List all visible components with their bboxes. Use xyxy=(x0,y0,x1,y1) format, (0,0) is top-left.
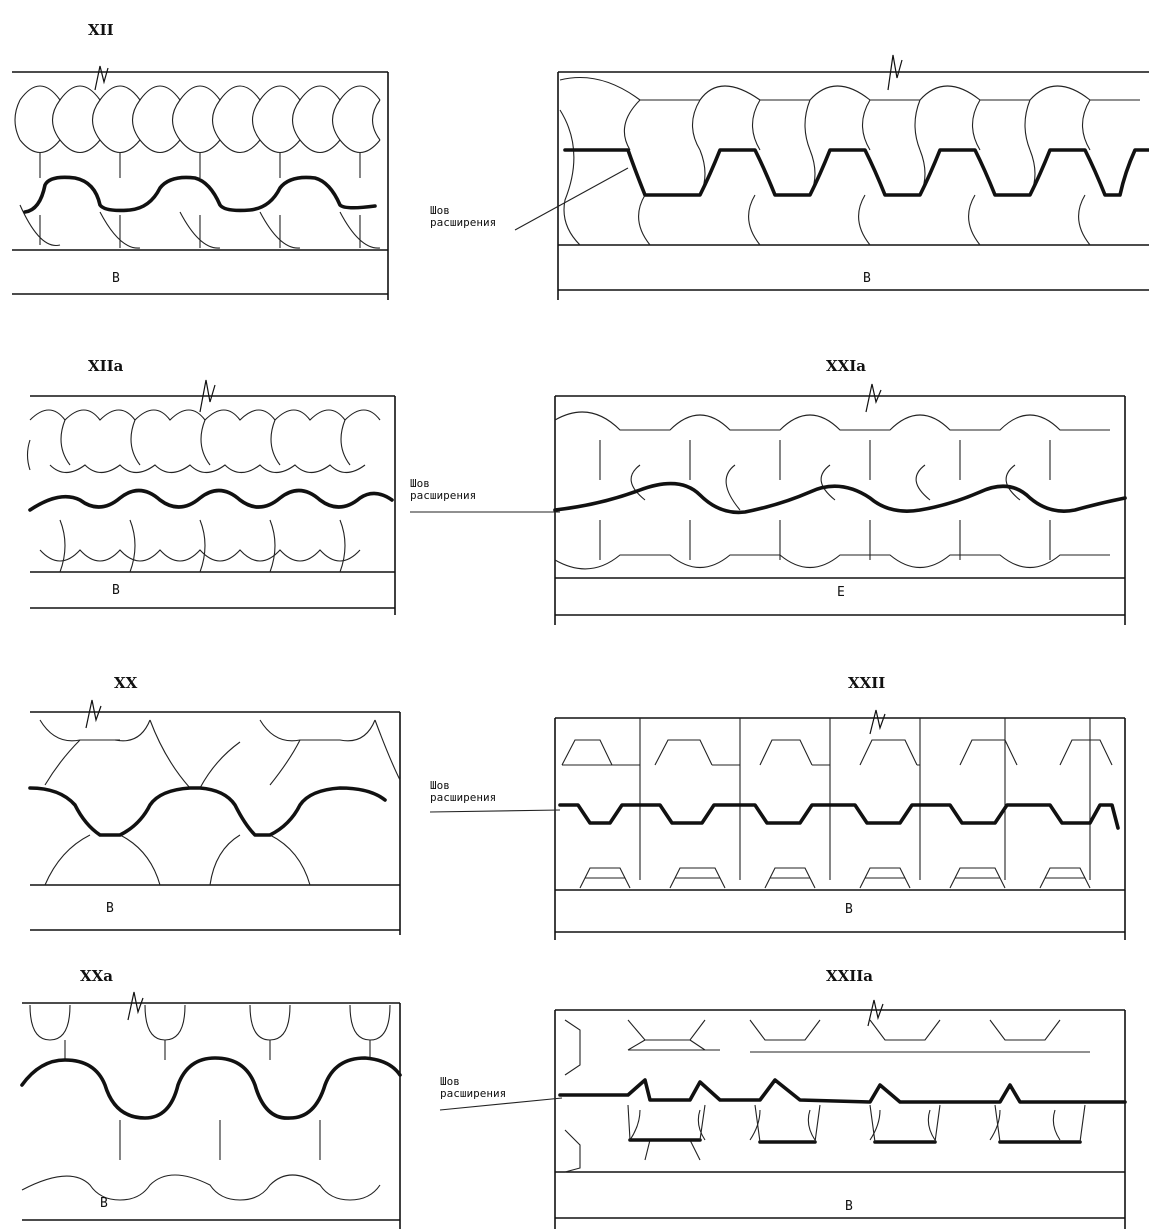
label-xx: XX xyxy=(114,674,138,692)
width-label-xxii: B xyxy=(845,902,853,917)
panel-xii xyxy=(12,65,389,300)
label-xii: XII xyxy=(88,21,114,39)
panel-xxa xyxy=(20,991,402,1229)
callout-expansion-joint-2: Шов расширения xyxy=(410,477,477,502)
panel-xxia xyxy=(553,383,1127,625)
panel-xiia xyxy=(26,379,396,615)
panel-xx xyxy=(28,699,401,935)
panel-xxiia xyxy=(554,999,1127,1229)
width-label-xx: B xyxy=(106,901,114,916)
label-xxii: XXII xyxy=(848,674,886,692)
panel-xxii xyxy=(554,709,1126,940)
callout-leaders xyxy=(410,167,629,1111)
panel-xxi xyxy=(557,54,1149,300)
label-xiia: XIIa xyxy=(88,357,124,375)
width-label-xii: B xyxy=(112,271,120,286)
width-label-xiia: B xyxy=(112,583,120,598)
callout-expansion-joint-3: Шов расширения xyxy=(430,779,497,804)
width-label-xxi: B xyxy=(863,271,871,286)
callout-expansion-joint-4: Шов расширения xyxy=(440,1075,507,1100)
width-label-xxa: B xyxy=(100,1196,108,1211)
label-xxiia: XXIIa xyxy=(826,967,874,985)
label-xxia: XXIa xyxy=(826,357,867,375)
width-label-xxia: E xyxy=(837,585,845,600)
width-label-xxiia: B xyxy=(845,1199,853,1214)
label-xxa: XXa xyxy=(80,967,113,985)
callout-expansion-joint-1: Шов расширения xyxy=(430,204,497,229)
